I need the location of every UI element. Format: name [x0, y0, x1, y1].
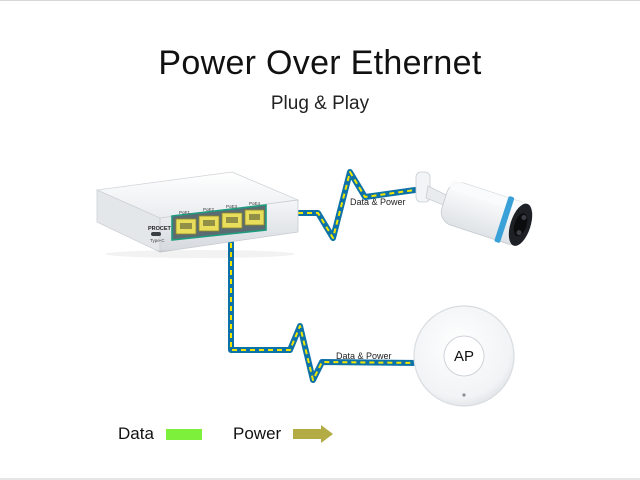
- ap-status-led: [462, 393, 466, 397]
- poe-switch: PoE1 PoE2 PoE3 PoE4 PROCET Type-C: [95, 171, 300, 258]
- top-divider: [0, 0, 640, 1]
- port-label-4: PoE4: [249, 201, 261, 206]
- legend-power: Power: [233, 424, 334, 444]
- port-label-2: PoE2: [203, 207, 215, 212]
- bottom-divider: [0, 478, 640, 480]
- legend-data-swatch: [165, 428, 202, 440]
- ap-cable: [228, 222, 423, 383]
- switch-brand: PROCET: [148, 226, 172, 232]
- camera-cable: [259, 169, 418, 241]
- usb-c-port: [151, 232, 161, 236]
- port-label-1: PoE1: [179, 210, 191, 215]
- legend-data: Data: [118, 424, 202, 444]
- legend-power-label: Power: [233, 424, 282, 443]
- ap-label: AP: [454, 348, 474, 365]
- ap-link-label: Data & Power: [336, 351, 392, 361]
- port-label-3: PoE3: [226, 204, 238, 209]
- access-point: AP: [413, 305, 515, 407]
- usb-c-label: Type-C: [150, 238, 165, 243]
- page-subtitle: Plug & Play: [270, 93, 370, 114]
- camera-link-label: Data & Power: [350, 197, 406, 207]
- ip-camera: [415, 171, 534, 246]
- power-arrow-icon: [293, 425, 334, 443]
- page-title: Power Over Ethernet: [158, 44, 482, 82]
- legend-data-label: Data: [118, 424, 154, 443]
